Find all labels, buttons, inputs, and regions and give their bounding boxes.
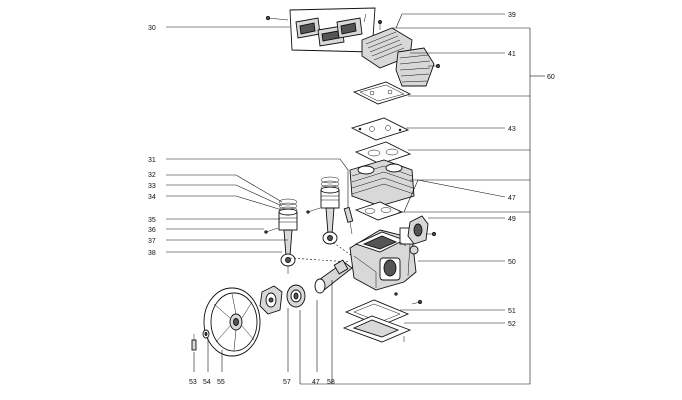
left-piston-assembly bbox=[264, 198, 298, 274]
label-38: 38 bbox=[148, 250, 156, 257]
part-58-bearing bbox=[286, 284, 306, 308]
part-41-manifold bbox=[395, 47, 440, 87]
crankcase bbox=[349, 227, 417, 291]
part-55-flywheel bbox=[203, 287, 261, 357]
part-31-bolt bbox=[343, 206, 354, 235]
label-30: 30 bbox=[148, 25, 156, 32]
label-36: 36 bbox=[148, 227, 156, 234]
label-49: 49 bbox=[508, 216, 516, 223]
label-53: 53 bbox=[189, 379, 197, 386]
part-30-cover-assembly bbox=[265, 7, 376, 53]
part-43-valve-plate bbox=[350, 117, 410, 141]
label-57: 57 bbox=[283, 379, 291, 386]
label-54: 54 bbox=[203, 379, 211, 386]
crankshaft bbox=[314, 259, 353, 294]
label-37: 37 bbox=[148, 238, 156, 245]
label-47-bottom: 47 bbox=[312, 379, 320, 386]
part-52-bottom-plate bbox=[342, 315, 412, 343]
cylinder-base-gasket bbox=[354, 201, 404, 221]
right-piston-assembly bbox=[306, 176, 340, 245]
label-52: 52 bbox=[508, 321, 516, 328]
label-50: 50 bbox=[508, 259, 516, 266]
label-39: 39 bbox=[508, 12, 516, 19]
part-57-bearing-housing bbox=[259, 285, 283, 315]
label-32: 32 bbox=[148, 172, 156, 179]
leader-lines bbox=[166, 13, 545, 385]
label-47-top: 47 bbox=[508, 195, 516, 202]
label-33: 33 bbox=[148, 183, 156, 190]
label-31: 31 bbox=[148, 157, 156, 164]
part-54-washer bbox=[202, 329, 210, 339]
part-labels: 30 31 32 33 34 35 36 37 38 39 41 43 47 4… bbox=[148, 12, 555, 386]
cylinder-block bbox=[349, 159, 415, 207]
label-58: 58 bbox=[327, 379, 335, 386]
cylinder-gasket bbox=[354, 141, 412, 165]
label-35: 35 bbox=[148, 217, 156, 224]
label-51: 51 bbox=[508, 308, 516, 315]
label-55: 55 bbox=[217, 379, 225, 386]
label-34: 34 bbox=[148, 194, 156, 201]
part-49-bearing-cover bbox=[407, 215, 436, 245]
head-gasket-plate bbox=[352, 81, 412, 105]
drain-bolt bbox=[394, 292, 422, 305]
label-41: 41 bbox=[508, 51, 516, 58]
label-60: 60 bbox=[547, 74, 555, 81]
label-43: 43 bbox=[508, 126, 516, 133]
part-53-bolt bbox=[191, 334, 197, 351]
part-50-fitting bbox=[399, 241, 419, 255]
